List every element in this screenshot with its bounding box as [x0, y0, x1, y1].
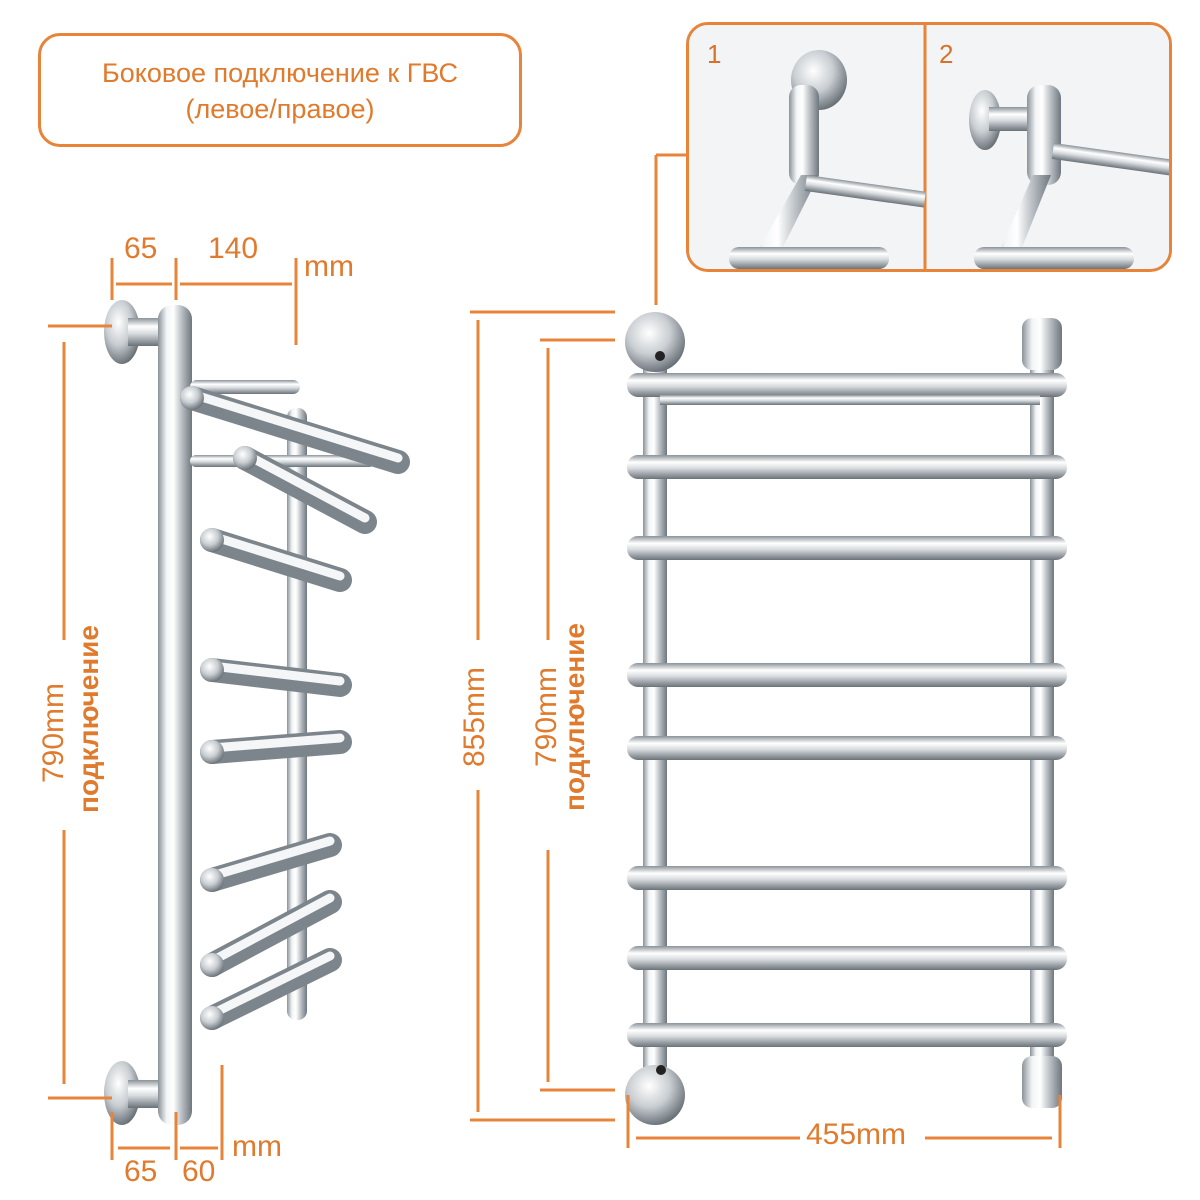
connection-options-inset: 1 2 [686, 22, 1172, 272]
towel-bar-end [200, 1006, 224, 1030]
front-view-bars [627, 373, 1067, 1047]
option-1-valve [729, 50, 926, 269]
towel-bar-highlight [207, 893, 335, 966]
shelf-frame-bar [190, 380, 300, 394]
bottom-right-cap [1022, 1056, 1062, 1108]
towel-bar [627, 536, 1067, 560]
towel-bar-end [200, 658, 224, 682]
top-right-cap [1022, 318, 1062, 370]
title-line-2: (левое/правое) [185, 94, 375, 124]
towel-bar-back [660, 395, 1040, 405]
vertical-pipe [991, 175, 1051, 269]
towel-bar-highlight [207, 733, 345, 753]
side-bottom-depth: 60 [182, 1155, 216, 1188]
top-left-connection [625, 312, 685, 372]
inset-background [689, 25, 1169, 269]
bottom-bar [729, 247, 889, 269]
towel-bar [627, 736, 1067, 760]
towel-bar-end [200, 528, 224, 552]
side-view-bars [180, 386, 410, 1030]
front-overall-height: 855mm [458, 666, 491, 768]
valve-body [1027, 85, 1061, 185]
towel-bar [627, 866, 1067, 890]
side-connection-height: 790mm [37, 682, 70, 784]
front-view-rail [625, 312, 1062, 1125]
side-top-shelf-depth: 140 [208, 232, 259, 265]
side-top-mount-depth: 65 [124, 232, 158, 265]
valve-arm [989, 107, 1034, 131]
front-view-dimensions [470, 153, 1062, 1148]
side-top-unit: mm [304, 250, 354, 283]
valve-flange [969, 90, 1001, 150]
horizontal-bar [1051, 143, 1169, 177]
title-box: Боковое подключение к ГВС (левое/правое) [38, 33, 522, 147]
towel-bar-end [180, 386, 204, 410]
towel-bar [627, 1023, 1067, 1047]
title-line-1: Боковое подключение к ГВС [102, 58, 458, 88]
towel-bar-end [233, 446, 257, 470]
valve-body [789, 85, 819, 185]
side-view-rail [104, 300, 375, 1125]
towel-bar-highlight [207, 661, 345, 686]
bottom-left-connection [625, 1065, 685, 1125]
main-vertical-pipe [158, 305, 192, 1125]
horizontal-bar [804, 175, 926, 208]
top-wall-flange [104, 300, 140, 364]
towel-bar [627, 373, 1067, 397]
bottom-wall-flange [104, 1061, 140, 1125]
option-2-label: 2 [939, 39, 954, 69]
front-width: 455mm [806, 1118, 907, 1151]
vertical-pipe [747, 175, 819, 269]
right-vertical-pipe [1030, 330, 1054, 1100]
towel-bar [627, 663, 1067, 687]
towel-bar-highlight [207, 531, 345, 581]
side-connection-word: подключение [73, 625, 104, 813]
option-1-label: 1 [707, 39, 722, 69]
side-view-dimensions [48, 258, 298, 1160]
front-connection-word: подключение [559, 623, 590, 811]
drain-plug-icon [656, 1065, 666, 1075]
connection-options-illustration [689, 25, 1169, 269]
bottom-bar [974, 247, 1134, 269]
towel-bar-end [200, 740, 224, 764]
towel-bar [627, 946, 1067, 970]
side-bottom-unit: mm [232, 1130, 282, 1163]
left-vertical-pipe [643, 330, 667, 1100]
option-2-valve [969, 85, 1169, 269]
towel-bar-end [200, 868, 224, 892]
towel-bar-end [200, 953, 224, 977]
towel-bar-highlight [207, 951, 335, 1019]
towel-bar-highlight [207, 836, 335, 881]
towel-bar-highlight [240, 449, 370, 523]
towel-bar-highlight [187, 389, 403, 463]
side-bottom-mount-depth: 65 [124, 1155, 158, 1188]
towel-bar [627, 455, 1067, 479]
air-vent-icon [655, 351, 665, 361]
